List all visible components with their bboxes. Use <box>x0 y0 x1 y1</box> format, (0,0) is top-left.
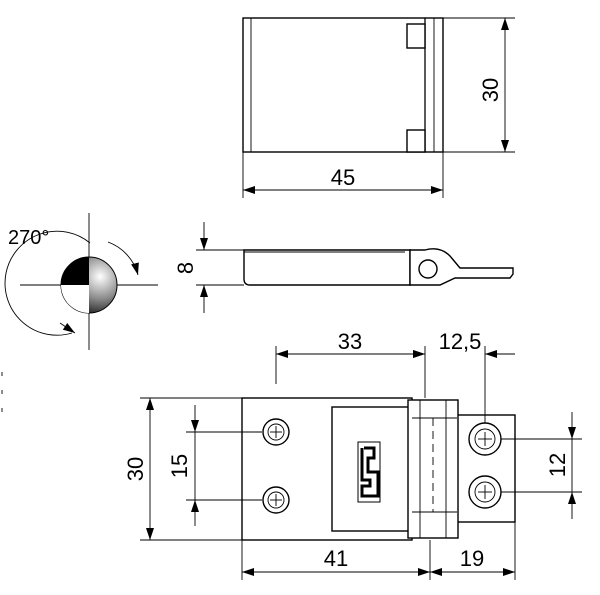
top-view: 45 30 <box>242 17 515 198</box>
dimension-label-15: 15 <box>167 454 192 478</box>
side-view: 8 <box>173 222 514 313</box>
manufacturer-logo <box>357 441 381 503</box>
dimension-front-height: 30 <box>123 397 242 541</box>
rotation-arc <box>4 230 91 336</box>
dimension-label-45: 45 <box>331 165 355 190</box>
side-view-pin <box>418 259 438 279</box>
dimension-label-12: 12 <box>545 453 570 477</box>
dimension-label-12-5: 12,5 <box>439 329 482 354</box>
front-view: 33 12,5 41 19 30 <box>123 329 582 580</box>
dimension-top-height: 30 <box>443 17 515 153</box>
top-view-hinge-knuckle-upper <box>406 23 426 49</box>
dimension-label-30-top: 30 <box>478 78 503 102</box>
side-view-leaf <box>243 249 411 286</box>
side-view-knuckle <box>409 248 514 286</box>
screw-icon <box>262 418 290 446</box>
dimension-left-width: 41 <box>241 540 431 580</box>
dimension-label-19: 19 <box>460 546 484 571</box>
top-view-hinge-knuckle-lower <box>406 129 426 153</box>
dimension-hinge-offset: 12,5 <box>395 329 515 423</box>
dimension-hole-offset: 33 <box>275 329 425 384</box>
dimension-hole-spacing-right: 12 <box>501 412 582 519</box>
rotation-symbol: 270° <box>4 213 158 350</box>
dimension-right-width: 19 <box>430 522 516 580</box>
screw-icon <box>468 475 502 509</box>
dimension-label-41: 41 <box>324 546 348 571</box>
dimension-hole-spacing-left: 15 <box>167 405 262 526</box>
dimension-label-33: 33 <box>338 329 362 354</box>
dimension-label-30-front: 30 <box>123 457 148 481</box>
dimension-label-8: 8 <box>173 262 198 274</box>
dimension-side-thickness: 8 <box>173 222 244 313</box>
screw-icon <box>468 422 502 456</box>
dimension-top-width: 45 <box>242 152 444 198</box>
rotation-angle-label: 270° <box>8 227 49 249</box>
screw-icon <box>262 486 290 514</box>
